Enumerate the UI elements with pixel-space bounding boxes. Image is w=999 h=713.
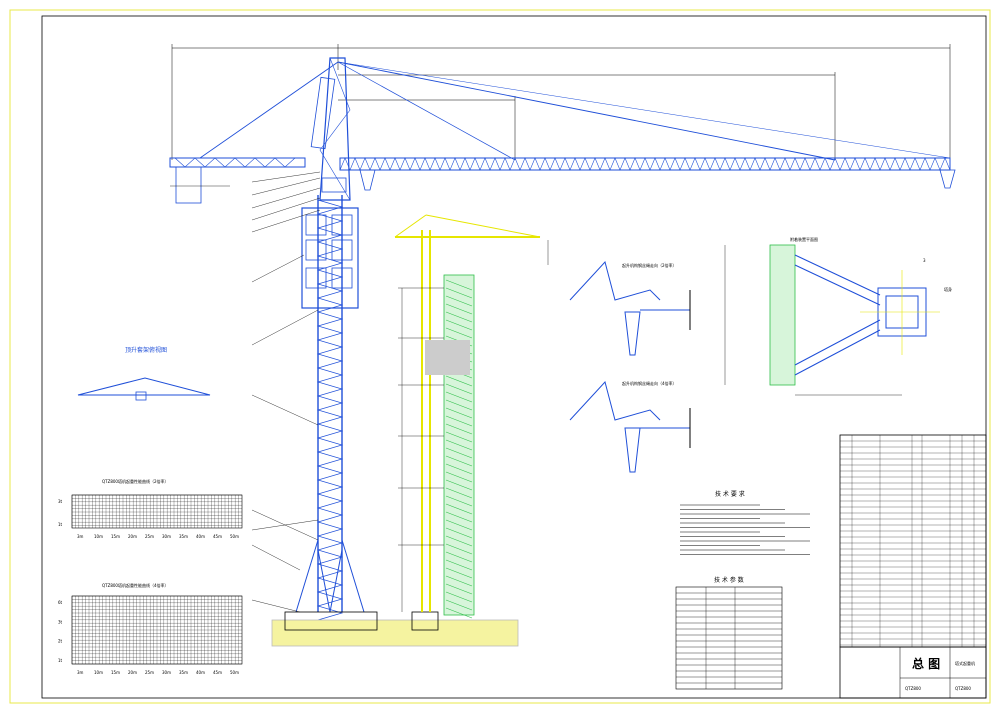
parameters-table: 技 术 参 数 (675, 576, 783, 690)
y-tick-label: 3t (58, 619, 63, 624)
top-dimensions (171, 44, 951, 160)
crane-model: QTZ800 (905, 686, 921, 691)
load-chart-title: QTZ800塔机起重性能曲线（4倍率） (102, 582, 169, 588)
rope-details (569, 260, 691, 473)
foundation (271, 611, 519, 647)
title-block: 总 图 塔式起重机 QTZ800 QTZ800 (839, 646, 987, 699)
attachment-title: 附着装置平面图 (790, 236, 818, 242)
y-tick-label: 3t (58, 499, 63, 504)
building-hatch (425, 274, 475, 619)
parts-list (839, 434, 987, 648)
elevation-dimensions (398, 240, 549, 612)
x-tick-label: 45m (213, 534, 222, 539)
x-tick-label: 50m (230, 670, 239, 675)
x-tick-label: 20m (128, 670, 137, 675)
x-tick-label: 40m (196, 670, 205, 675)
title-block-subtitle: 塔式起重机 (955, 660, 975, 666)
parameters-title: 技 术 参 数 (714, 576, 744, 584)
elevation-crane (394, 214, 541, 612)
title-block-name: 总 图 (912, 656, 940, 671)
outer-border (9, 9, 991, 704)
rope-detail-title-1: 起升机构钢丝绳走向（2倍率） (622, 262, 677, 268)
y-tick-label: 6t (58, 600, 63, 605)
x-tick-label: 30m (162, 670, 171, 675)
inner-border (41, 15, 987, 699)
x-tick-label: 3m (77, 534, 84, 539)
x-tick-label: 35m (179, 534, 188, 539)
x-tick-label: 10m (94, 670, 103, 675)
attachment-label-a: 3 (923, 258, 926, 263)
x-tick-label: 15m (111, 534, 120, 539)
x-tick-label: 10m (94, 534, 103, 539)
title-block-code: QTZ800 (955, 686, 971, 691)
x-tick-label: 20m (128, 534, 137, 539)
rope-detail-title-2: 起升机构钢丝绳走向（4倍率） (622, 380, 677, 386)
x-tick-label: 35m (179, 670, 188, 675)
leader-lines (170, 171, 321, 613)
load-chart-title: QTZ800塔机起重性能曲线（2倍率） (102, 478, 169, 484)
x-tick-label: 3m (77, 670, 84, 675)
attachment-plan: 附着装置平面图 3 塔身 (724, 236, 952, 396)
climbing-frame-title: 顶升套架俯视图 (125, 346, 167, 354)
attachment-label-tower: 塔身 (944, 286, 952, 292)
x-tick-label: 25m (145, 670, 154, 675)
y-tick-label: 2t (58, 639, 63, 644)
x-tick-label: 45m (213, 670, 222, 675)
tech-requirements: 技 术 要 求 (680, 490, 810, 555)
x-tick-label: 25m (145, 534, 154, 539)
climbing-frame-plan: 顶升套架俯视图 (77, 346, 211, 401)
tech-requirements-title: 技 术 要 求 (715, 490, 745, 498)
y-tick-label: 1t (58, 522, 63, 527)
main-crane (169, 57, 956, 621)
x-tick-label: 50m (230, 534, 239, 539)
x-tick-label: 30m (162, 534, 171, 539)
y-tick-label: 1t (58, 658, 63, 663)
load-charts: QTZ800塔机起重性能曲线（2倍率） 3t 1t 3m 10m 15m 20m 25m 30m… (58, 478, 243, 675)
x-tick-label: 40m (196, 534, 205, 539)
x-tick-label: 15m (111, 670, 120, 675)
